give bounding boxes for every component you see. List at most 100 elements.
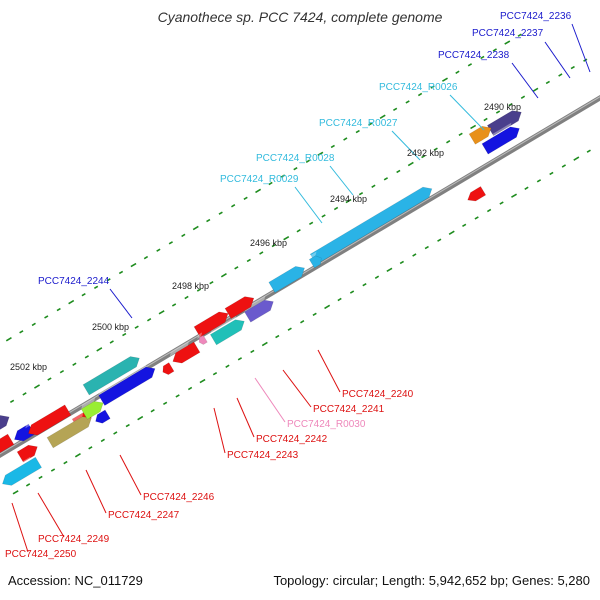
tick-mark	[517, 33, 522, 37]
tick-mark	[122, 332, 127, 337]
tick-mark	[480, 55, 485, 60]
leader-line	[294, 186, 323, 224]
gene-feature	[98, 362, 156, 406]
tick-mark	[93, 285, 99, 290]
tick-mark	[218, 211, 223, 215]
feature-label: PCC7424_2246	[143, 492, 215, 503]
tick-mark	[147, 318, 152, 322]
tick-mark	[259, 251, 264, 255]
tick-mark	[283, 235, 290, 241]
genome-summary-text: Topology: circular; Length: 5,942,652 bp…	[273, 573, 590, 588]
tick-mark	[287, 327, 292, 331]
tick-mark	[474, 216, 479, 220]
kbp-label: 2490 kbp	[484, 102, 521, 112]
tick-mark	[181, 233, 186, 238]
tick-mark	[275, 334, 280, 339]
tick-mark	[495, 110, 501, 114]
tick-mark	[47, 377, 52, 381]
feature-label: PCC7424_2244	[38, 276, 110, 287]
tick-mark	[430, 85, 435, 89]
tick-mark	[25, 483, 31, 487]
gene-feature	[0, 456, 43, 486]
tick-mark	[175, 394, 180, 398]
tick-mark	[305, 159, 311, 163]
tick-mark	[192, 225, 199, 231]
tick-mark	[433, 147, 438, 151]
tick-mark	[81, 293, 86, 297]
tick-mark	[333, 206, 339, 211]
tick-mark	[558, 73, 563, 77]
tick-mark	[504, 40, 511, 45]
tick-mark	[44, 315, 49, 319]
leader-line	[213, 407, 226, 454]
tick-mark	[187, 386, 193, 391]
tick-mark	[38, 475, 43, 480]
tick-mark	[374, 275, 380, 279]
tick-mark	[74, 453, 81, 458]
tick-mark	[156, 248, 161, 252]
feature-label: PCC7424_R0028	[256, 153, 335, 164]
tick-mark	[171, 303, 177, 307]
tick-mark	[9, 399, 15, 404]
gene-feature	[486, 106, 522, 137]
gene-feature	[244, 295, 274, 323]
tick-mark	[368, 122, 373, 126]
tick-mark	[396, 169, 401, 174]
tick-mark	[150, 409, 155, 413]
tick-mark	[417, 92, 423, 97]
tick-mark	[386, 267, 393, 273]
tick-mark	[293, 166, 298, 171]
leader-line	[254, 377, 286, 423]
tick-mark	[355, 129, 360, 134]
tick-mark	[499, 201, 504, 205]
tick-mark	[458, 132, 463, 137]
tick-mark	[308, 221, 314, 226]
tick-mark	[520, 95, 526, 99]
tick-mark	[511, 193, 518, 198]
gene-feature	[46, 412, 92, 449]
leader-line	[119, 454, 142, 496]
kbp-label: 2494 kbp	[330, 194, 367, 204]
tick-mark	[437, 238, 442, 242]
feature-label: PCC7424_R0029	[220, 174, 299, 185]
gene-feature	[169, 341, 201, 364]
kbp-label: 2502 kbp	[10, 362, 47, 372]
gene-feature	[481, 122, 520, 155]
gene-feature	[309, 183, 433, 265]
tick-mark	[337, 297, 342, 302]
feature-label: PCC7424_2242	[256, 434, 328, 445]
tick-mark	[22, 392, 27, 396]
gene-feature	[0, 433, 15, 456]
tick-mark	[84, 355, 89, 359]
feature-label: PCC7424_2249	[38, 534, 110, 545]
kbp-label: 2492 kbp	[407, 148, 444, 158]
accession-text: Accession: NC_011729	[8, 573, 143, 588]
tick-mark	[106, 278, 111, 282]
gene-feature	[80, 397, 104, 420]
tick-mark	[536, 179, 542, 183]
tick-mark	[448, 230, 455, 235]
tick-mark	[268, 181, 273, 186]
tick-mark	[50, 468, 56, 472]
tick-mark	[300, 320, 305, 324]
tick-mark	[137, 415, 144, 421]
tick-mark	[237, 357, 243, 361]
tick-mark	[113, 431, 118, 435]
tick-mark	[271, 243, 276, 248]
tick-mark	[56, 307, 61, 312]
tick-mark	[158, 310, 165, 315]
feature-label: PCC7424_2240	[342, 389, 414, 400]
tick-mark	[88, 446, 93, 450]
tick-mark	[421, 154, 426, 159]
leader-line	[11, 502, 29, 553]
tick-mark	[134, 325, 139, 329]
kbp-label: 2500 kbp	[92, 322, 129, 332]
tick-mark	[234, 266, 239, 270]
gene-feature	[193, 307, 229, 338]
tick-mark	[72, 362, 77, 366]
tick-mark	[379, 114, 386, 119]
map-title: Cyanothece sp. PCC 7424, complete genome	[157, 9, 443, 25]
tick-mark	[483, 117, 488, 122]
